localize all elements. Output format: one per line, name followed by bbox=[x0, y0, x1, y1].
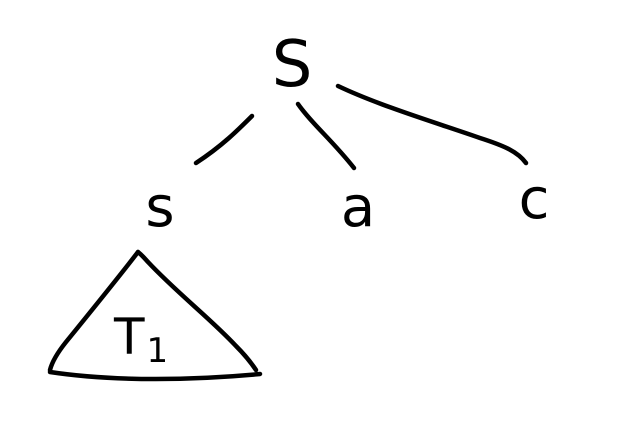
subtree-left-edge bbox=[47, 249, 141, 373]
subtree-base-edge bbox=[47, 369, 263, 382]
subtree-right-edge bbox=[135, 249, 259, 373]
edge-root-to-a bbox=[295, 101, 357, 171]
child-node-a-label: a bbox=[341, 175, 375, 240]
subtree-label-main: T bbox=[113, 308, 145, 366]
edge-root-to-c bbox=[335, 83, 529, 166]
subtree-label: T1 bbox=[113, 308, 168, 371]
child-node-s-label: s bbox=[145, 175, 174, 240]
root-node-label: S bbox=[272, 28, 313, 102]
child-node-c-label: c bbox=[519, 167, 550, 232]
subtree-label-subscript: 1 bbox=[147, 331, 169, 371]
edge-root-to-s bbox=[193, 113, 255, 166]
